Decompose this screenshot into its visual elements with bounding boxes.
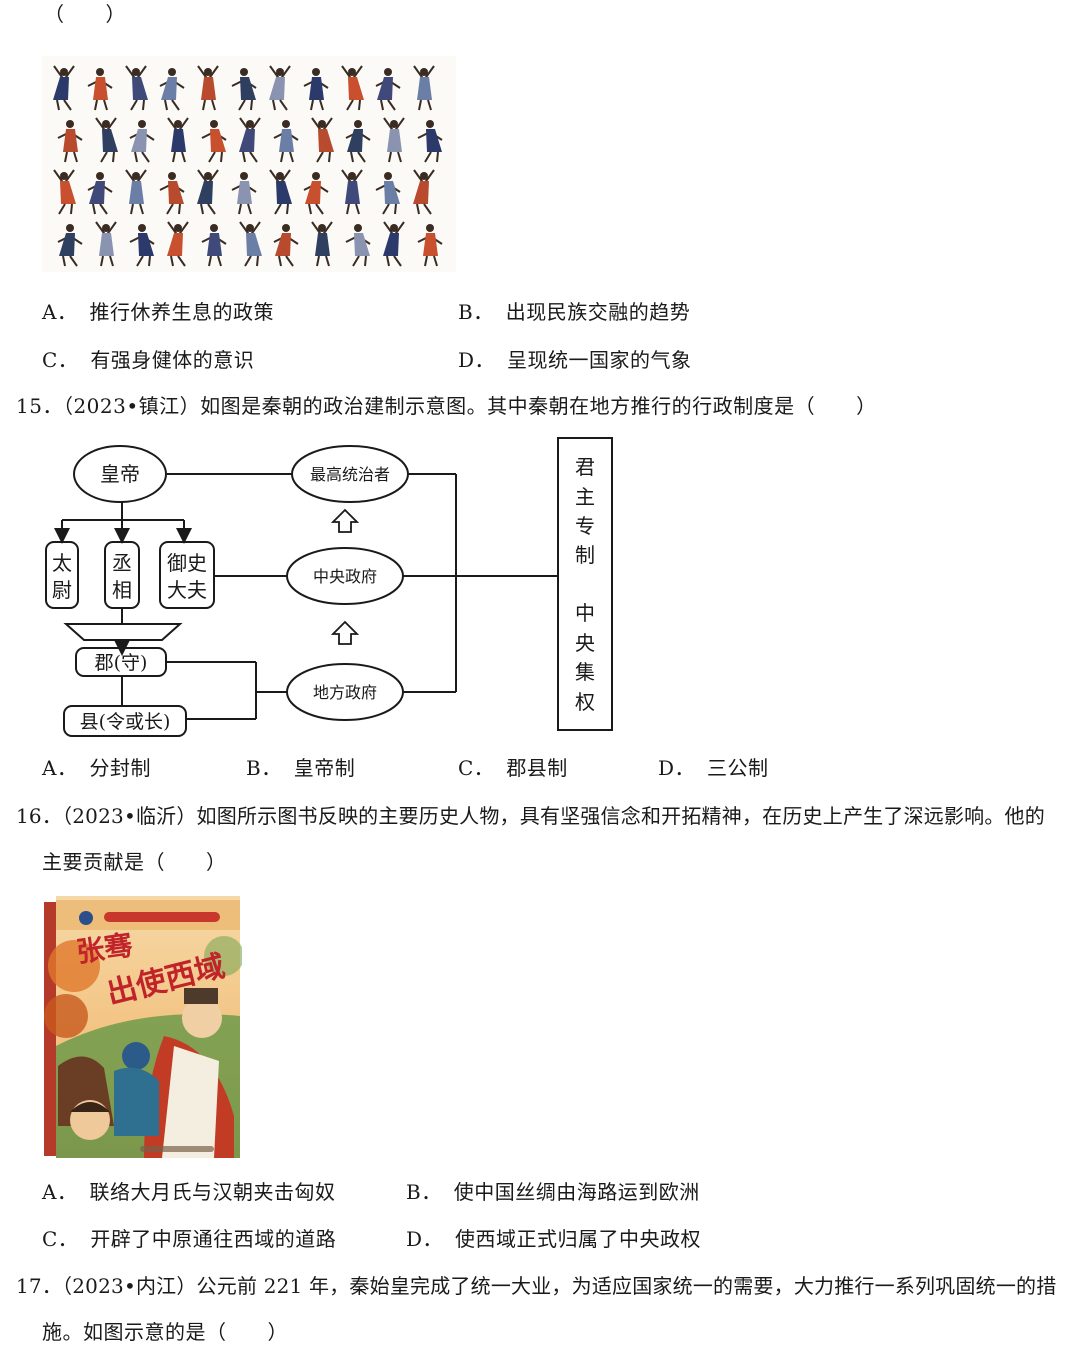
q15-option-a[interactable]: A．分封制 xyxy=(42,756,151,780)
q15-option-d[interactable]: D．三公制 xyxy=(658,756,769,780)
q14-option-a[interactable]: A．推行休养生息的政策 xyxy=(42,300,274,324)
exercise-figure xyxy=(375,172,401,215)
exercise-figure xyxy=(303,68,329,111)
daoyin-exercise-image xyxy=(42,56,456,272)
exercise-figure xyxy=(87,172,113,215)
exercise-figure xyxy=(341,169,363,215)
exercise-figure xyxy=(125,65,148,111)
exercise-figure xyxy=(129,120,155,163)
book-title-line1: 张骞 xyxy=(74,928,135,969)
right-box-char: 权 xyxy=(575,690,595,714)
exercise-figure xyxy=(159,68,185,111)
exercise-figure xyxy=(197,169,219,215)
exercise-figure xyxy=(201,224,227,267)
q16-stem-line1: 16．（2023•临沂）如图所示图书反映的主要历史人物，具有坚强信念和开拓精神，… xyxy=(16,804,1045,828)
exercise-figure xyxy=(383,221,405,267)
yushi-label-2: 大夫 xyxy=(167,578,207,602)
exercise-figure xyxy=(125,169,147,215)
exercise-figure xyxy=(201,120,227,163)
q16-option-d[interactable]: D．使西域正式归属了中央政权 xyxy=(406,1227,702,1251)
q17-stem-line1: 17．（2023•内江）公元前 221 年，秦始皇完成了统一大业，为适应国家统一… xyxy=(16,1274,1057,1298)
exercise-figure xyxy=(57,120,83,163)
exercise-figure xyxy=(167,117,189,163)
exercise-figure xyxy=(197,65,219,111)
jun-label: 郡(守) xyxy=(95,652,148,674)
exercise-figure xyxy=(95,117,118,163)
chengxiang-label-1: 丞 xyxy=(112,551,132,575)
zhang-qian-book-cover: 张骞 出使西域 xyxy=(44,896,244,1158)
q14-option-b[interactable]: B．出现民族交融的趋势 xyxy=(458,300,691,324)
yushi-label-1: 御史 xyxy=(167,551,207,575)
answer-paren: （ ） xyxy=(44,2,126,26)
right-box-char: 集 xyxy=(575,660,595,684)
xian-label: 县(令或长) xyxy=(80,711,171,733)
exercise-figure xyxy=(311,117,334,163)
right-box-char: 央 xyxy=(575,631,595,655)
exercise-figure xyxy=(417,120,443,163)
exercise-figure xyxy=(159,172,185,215)
q16-stem-line2: 主要贡献是（ ） xyxy=(42,850,227,874)
q15-option-c[interactable]: C．郡县制 xyxy=(458,756,568,780)
exercise-figure xyxy=(273,224,299,267)
q14-option-d[interactable]: D．呈现统一国家的气象 xyxy=(458,348,692,372)
exercise-figure xyxy=(269,65,291,111)
exercise-figure xyxy=(95,221,117,267)
chengxiang-label-2: 相 xyxy=(112,578,132,602)
exercise-figure xyxy=(417,224,443,267)
q16-option-c[interactable]: C．开辟了中原通往西域的道路 xyxy=(42,1227,337,1251)
exercise-figure xyxy=(167,221,189,267)
emperor-label: 皇帝 xyxy=(100,462,140,486)
central-government-label: 中央政府 xyxy=(313,567,377,586)
right-box-char: 专 xyxy=(575,514,595,538)
exercise-figure xyxy=(129,224,155,267)
supreme-ruler-label: 最高统治者 xyxy=(310,465,390,484)
right-box-char: 中 xyxy=(575,601,595,625)
exercise-figure xyxy=(273,120,299,163)
exercise-figure xyxy=(239,117,261,163)
exercise-figure xyxy=(345,120,371,163)
exercise-figure xyxy=(413,169,435,215)
exercise-figure xyxy=(231,68,257,111)
exercise-figure xyxy=(413,65,435,111)
q14-option-c[interactable]: C．有强身健体的意识 xyxy=(42,348,255,372)
exercise-figure xyxy=(269,169,292,215)
exercise-figure xyxy=(87,68,113,111)
exercise-figure xyxy=(239,221,262,267)
exercise-figure xyxy=(345,224,371,267)
exercise-figure xyxy=(57,224,83,267)
exercise-figure xyxy=(231,172,257,215)
q16-option-b[interactable]: B．使中国丝绸由海路运到欧洲 xyxy=(406,1180,700,1204)
q17-stem-line2: 施。如图示意的是（ ） xyxy=(42,1320,288,1344)
exercise-figure xyxy=(311,221,333,267)
exercise-figure xyxy=(303,172,329,215)
q16-option-a[interactable]: A．联络大月氏与汉朝夹击匈奴 xyxy=(42,1180,336,1204)
right-box-char: 主 xyxy=(575,485,595,509)
right-box-char: 制 xyxy=(575,543,595,567)
taiwei-label-2: 尉 xyxy=(52,578,72,602)
q15-option-b[interactable]: B．皇帝制 xyxy=(246,756,356,780)
exercise-figure xyxy=(341,65,364,111)
exercise-figure xyxy=(375,68,401,111)
taiwei-label-1: 太 xyxy=(52,551,72,575)
local-government-label: 地方政府 xyxy=(313,683,377,702)
q15-stem: 15．（2023•镇江）如图是秦朝的政治建制示意图。其中秦朝在地方推行的行政制度… xyxy=(16,394,877,418)
exercise-figure xyxy=(383,117,405,163)
exercise-figure xyxy=(53,169,76,215)
qin-political-system-diagram: 皇帝 最高统治者 中央政府 地方政府 太 尉 丞 相 御史 大夫 郡(守) 县(… xyxy=(38,436,618,740)
exercise-figure xyxy=(53,65,75,111)
right-box-char: 君 xyxy=(575,455,595,479)
